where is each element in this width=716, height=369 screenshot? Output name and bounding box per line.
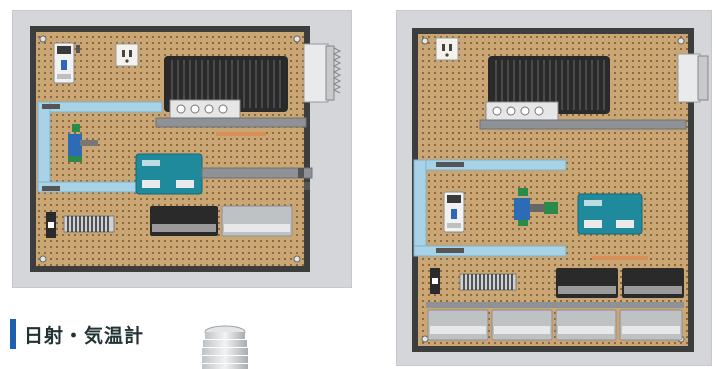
din-rail-bottom xyxy=(426,302,684,308)
section-heading: 日射・気温計 xyxy=(10,318,144,350)
right-panel-cabinet xyxy=(396,10,712,366)
heading-accent-bar xyxy=(10,319,16,349)
power-terminals xyxy=(486,102,558,120)
left-panel-cabinet xyxy=(12,10,352,288)
outlet-icon xyxy=(116,44,138,66)
right-panel-drawing xyxy=(396,10,712,366)
din-rail-top xyxy=(480,120,686,129)
breaker-icon xyxy=(444,192,464,232)
data-logger-icon xyxy=(578,194,642,234)
data-logger-icon xyxy=(136,154,202,194)
heading-label: 日射・気温計 xyxy=(24,321,144,348)
copper-bar xyxy=(216,132,266,136)
door-latch xyxy=(304,44,328,102)
outlet-icon xyxy=(436,38,458,60)
din-rail-top xyxy=(156,118,306,127)
left-panel-drawing xyxy=(12,10,352,288)
door-latch xyxy=(678,54,700,102)
din-rail-mid xyxy=(202,168,312,178)
copper-bar xyxy=(592,256,648,260)
breaker-icon xyxy=(54,43,74,83)
power-terminals xyxy=(170,100,240,118)
radiation-shield-icon xyxy=(198,324,252,369)
